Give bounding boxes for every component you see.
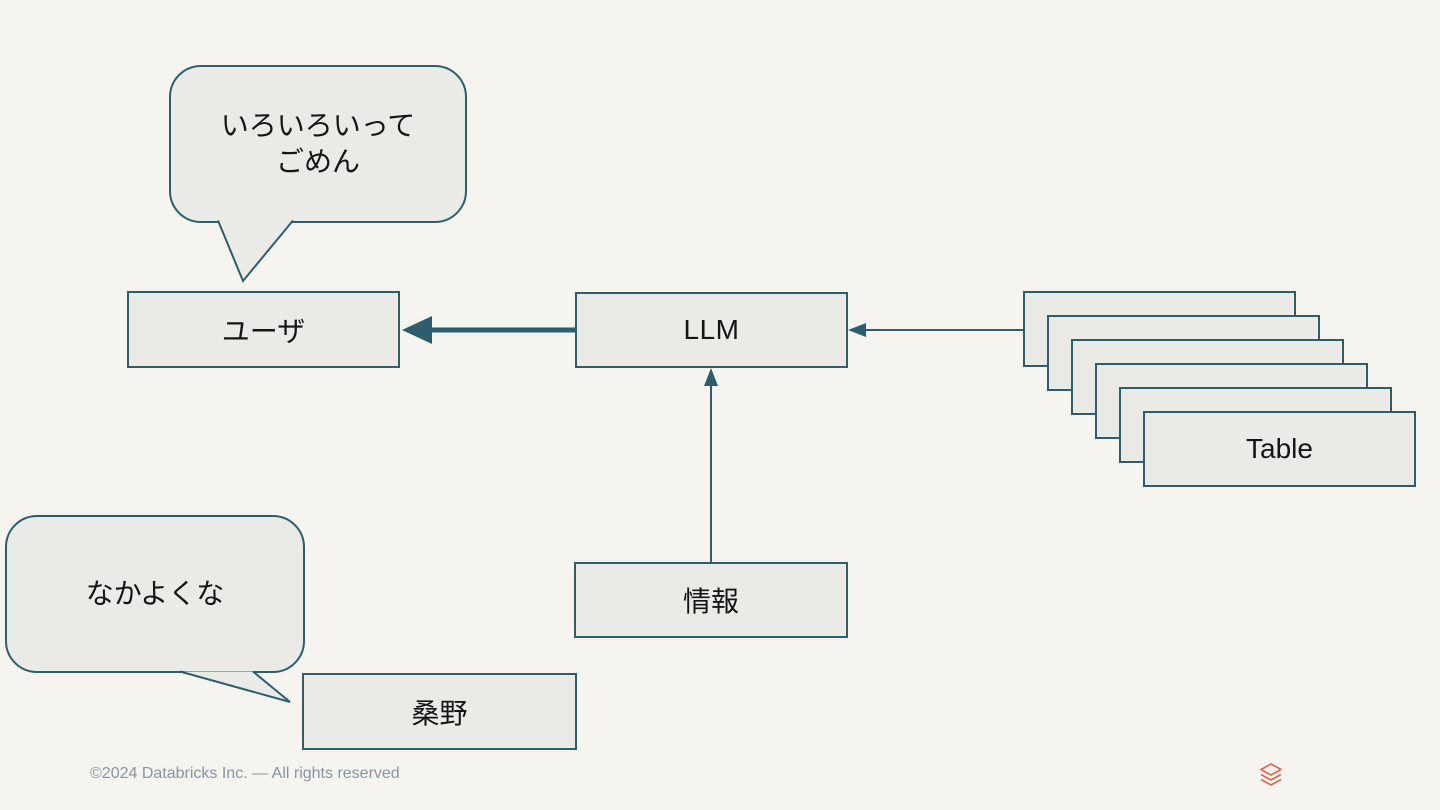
speech-bubble-apology-tail (217, 219, 294, 283)
speech-bubble-friendly-tail (179, 670, 291, 703)
speech-bubble-apology-line1: いろいろいって (220, 110, 416, 141)
node-user: ユーザ (127, 291, 400, 368)
node-info-label: 情報 (682, 586, 739, 617)
speech-bubble-friendly: なかよくな (5, 515, 305, 673)
speech-bubble-apology: いろいろいって ごめん (169, 65, 467, 223)
node-kuwano-label: 桑野 (411, 697, 468, 729)
arrow-info-to-llm-head (704, 368, 718, 386)
node-llm-label: LLM (683, 314, 740, 345)
node-table-label: Table (1246, 433, 1313, 464)
node-user-label: ユーザ (221, 315, 306, 347)
arrow-table-to-llm-head (848, 323, 866, 337)
table-stack: Table (1023, 291, 1416, 487)
speech-bubble-friendly-text: なかよくな (85, 578, 225, 609)
node-info: 情報 (574, 562, 848, 638)
arrow-llm-to-user-head (402, 316, 432, 344)
footer-copyright: ©2024 Databricks Inc. — All rights reser… (90, 765, 400, 782)
node-table: Table (1143, 411, 1416, 487)
node-llm: LLM (575, 292, 848, 368)
node-kuwano: 桑野 (302, 673, 577, 750)
speech-bubble-apology-line2: ごめん (275, 146, 360, 177)
databricks-logo-icon (1260, 763, 1282, 786)
speech-bubble-apology-text: いろいろいって ごめん (221, 108, 416, 180)
